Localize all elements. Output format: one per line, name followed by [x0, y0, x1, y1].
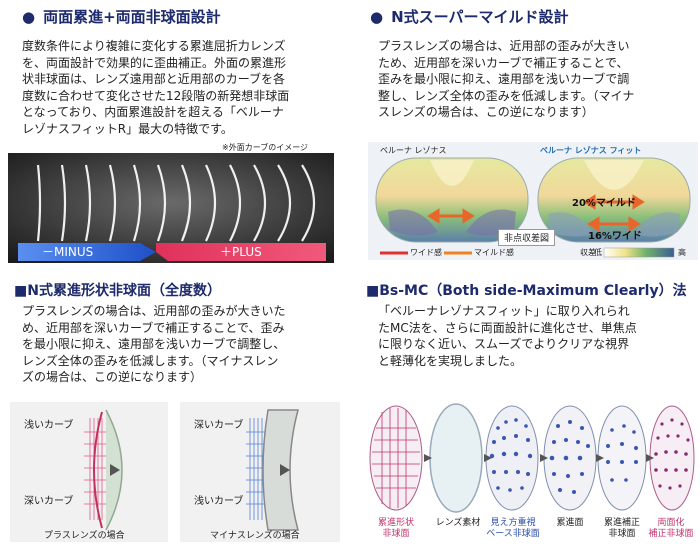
minus-label: －MINUS	[42, 245, 94, 259]
wide-16-label: 16%ワイド	[588, 231, 642, 242]
image-note: ※外面カーブのイメージ	[222, 143, 309, 152]
section-heading-aspheric: ■N式累進形状非球面（全度数）	[14, 283, 221, 299]
lens-label-4: 累進面	[556, 518, 584, 528]
plus-lens-caption: プラスレンズの場合	[44, 531, 125, 541]
lens-layers-diagram: 累進形状 非球面 レンズ素材 見え方重視 ベース非球面 累進面 累進補正 非球面…	[366, 398, 696, 548]
legend-low: 低	[594, 248, 602, 257]
legend-aberration: 収差	[580, 248, 596, 257]
mild-20-label: 20%マイルド	[572, 198, 636, 209]
lens-label-2: レンズ素材	[435, 518, 481, 528]
minus-lens-caption: マイナスレンズの場合	[210, 531, 300, 541]
plus-bar	[156, 243, 326, 261]
outer-curve-image: －MINUS ＋PLUS	[8, 153, 334, 263]
aspheric-description: プラスレンズの場合は、近用部の歪みが大きいた め、近用部を深いカーブで補正するこ…	[22, 304, 286, 384]
minus-deep-label: 深いカーブ	[194, 420, 244, 431]
dual-surface-description: 度数条件により複雑に変化する累進屈折力レンズ を、両面設計で効果的に歪曲補正。外…	[22, 39, 290, 136]
aberration-map-figure: ベルーナ レゾナス ベルーナ レゾナス フィット 20%マイルド 16%ワイド …	[368, 142, 698, 260]
super-mild-description: プラスレンズの場合は、近用部の歪みが大きい ため、近用部を深いカーブで補正するこ…	[378, 39, 635, 119]
section-heading-super-mild: ●N式スーパーマイルド設計	[370, 8, 569, 26]
section-heading-bs-mc: ■Bs-MC（Both side-Maximum Clearly）法	[366, 283, 687, 299]
minus-bar	[18, 243, 156, 261]
legend-wide: ワイド感	[410, 248, 442, 257]
plus-label: ＋PLUS	[220, 245, 262, 259]
plus-shallow-label: 浅いカーブ	[24, 420, 74, 431]
legend-high: 高	[678, 248, 686, 257]
astigmatism-caption: 非点収差図	[498, 229, 556, 246]
lens-label-3: 見え方重視 ベース非球面	[486, 518, 540, 539]
legend-mild: マイルド感	[474, 248, 514, 257]
map-right-title: ベルーナ レゾナス フィット	[540, 146, 642, 155]
lens-label-1: 累進形状 非球面	[377, 518, 414, 539]
lens-label-5: 累進補正 非球面	[603, 518, 640, 539]
bs-mc-description: 「ベルーナレゾナスフィット」に取り入れられ たMC法を、さらに両面設計に進化させ…	[378, 304, 637, 368]
bullet-icon: ●	[22, 8, 36, 26]
lens-label-6: 両面化 補正非球面	[648, 518, 694, 539]
plus-lens-diagram: 浅いカーブ 深いカーブ プラスレンズの場合	[10, 402, 168, 542]
minus-shallow-label: 浅いカーブ	[194, 496, 244, 507]
plus-deep-label: 深いカーブ	[24, 496, 74, 507]
bullet-icon: ●	[370, 8, 384, 26]
map-left-title: ベルーナ レゾナス	[380, 146, 447, 155]
section-heading-dual-surface: ●両面累進+両面非球面設計	[22, 8, 221, 26]
minus-lens-diagram: 深いカーブ 浅いカーブ マイナスレンズの場合	[180, 402, 340, 542]
